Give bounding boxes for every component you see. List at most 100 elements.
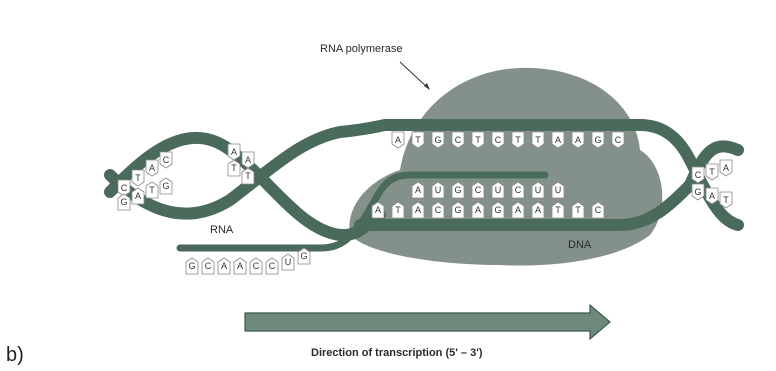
base-letter: T	[135, 173, 141, 183]
base-tile: G	[186, 258, 198, 274]
base-letter: A	[415, 185, 421, 195]
base-letter: A	[135, 191, 141, 201]
base-letter: G	[594, 135, 601, 145]
base-letter: C	[455, 135, 462, 145]
base-letter: A	[375, 205, 381, 215]
base-tile: A	[552, 132, 564, 148]
base-tile: C	[692, 167, 704, 183]
base-tile: A	[572, 132, 584, 148]
base-letter: A	[221, 261, 227, 271]
base-tile: T	[228, 160, 240, 176]
base-letter: G	[162, 181, 169, 191]
base-letter: T	[723, 195, 729, 205]
base-letter: T	[231, 163, 237, 173]
base-tile: G	[298, 248, 310, 264]
base-letter: C	[435, 205, 442, 215]
base-tile: A	[218, 258, 230, 274]
base-tile: A	[242, 152, 254, 168]
base-letter: A	[237, 261, 243, 271]
base-letter: C	[615, 135, 622, 145]
base-letter: C	[475, 185, 482, 195]
base-letter: A	[475, 205, 481, 215]
base-letter: U	[495, 185, 502, 195]
base-tile: A	[392, 132, 404, 148]
base-tile: T	[532, 132, 544, 148]
base-letter: G	[300, 251, 307, 261]
base-tile: A	[234, 258, 246, 274]
base-tile: A	[472, 202, 484, 218]
base-letter: T	[475, 135, 481, 145]
base-tile: T	[412, 132, 424, 148]
base-letter: A	[395, 135, 401, 145]
base-tile: A	[146, 160, 158, 176]
base-letter: T	[709, 167, 715, 177]
base-tile: C	[512, 182, 524, 198]
base-tile: G	[160, 178, 172, 194]
base-tile: A	[532, 202, 544, 218]
bases-rna-tail: GCAACCUG	[186, 248, 310, 274]
base-tile: T	[132, 170, 144, 186]
base-letter: G	[120, 197, 127, 207]
base-letter: T	[535, 135, 541, 145]
base-tile: T	[552, 202, 564, 218]
base-tile: C	[592, 202, 604, 218]
base-letter: U	[435, 185, 442, 195]
base-letter: U	[285, 257, 292, 267]
base-letter: A	[575, 135, 581, 145]
base-tile: C	[612, 132, 624, 148]
base-letter: G	[454, 185, 461, 195]
base-letter: T	[245, 171, 251, 181]
base-tile: G	[452, 182, 464, 198]
base-tile: T	[472, 132, 484, 148]
base-tile: U	[282, 254, 294, 270]
base-letter: T	[395, 205, 401, 215]
polymerase-leader-arrowhead	[424, 83, 430, 90]
base-tile: G	[692, 184, 704, 200]
base-letter: C	[495, 135, 502, 145]
base-tile: G	[432, 132, 444, 148]
base-tile: C	[432, 202, 444, 218]
polymerase-leader-line	[400, 62, 428, 88]
base-tile: G	[592, 132, 604, 148]
base-letter: U	[555, 185, 562, 195]
base-tile: A	[228, 144, 240, 160]
base-letter: A	[245, 155, 251, 165]
base-tile: U	[432, 182, 444, 198]
base-tile: T	[572, 202, 584, 218]
base-tile: U	[492, 182, 504, 198]
base-letter: A	[231, 147, 237, 157]
base-tile: U	[552, 182, 564, 198]
base-tile: G	[452, 202, 464, 218]
base-tile: A	[132, 188, 144, 204]
base-tile: A	[706, 188, 718, 204]
base-letter: T	[415, 135, 421, 145]
base-tile: C	[250, 258, 262, 274]
base-tile: A	[372, 202, 384, 218]
base-letter: A	[535, 205, 541, 215]
rna-polymerase-shape	[349, 68, 662, 266]
direction-arrow	[245, 305, 610, 339]
base-letter: C	[253, 261, 260, 271]
base-tile: U	[532, 182, 544, 198]
base-letter: A	[149, 163, 155, 173]
base-tile: C	[202, 258, 214, 274]
base-letter: G	[188, 261, 195, 271]
base-tile: T	[720, 192, 732, 208]
base-letter: T	[555, 205, 561, 215]
base-tile: C	[266, 258, 278, 274]
base-letter: G	[494, 205, 501, 215]
base-letter: U	[535, 185, 542, 195]
base-letter: C	[205, 261, 212, 271]
rna-polymerase-label: RNA polymerase	[320, 43, 403, 55]
base-tile: T	[392, 202, 404, 218]
base-tile: C	[452, 132, 464, 148]
base-letter: G	[434, 135, 441, 145]
base-tile: T	[242, 168, 254, 184]
base-tile: G	[492, 202, 504, 218]
base-letter: A	[555, 135, 561, 145]
base-letter: C	[269, 261, 276, 271]
base-letter: T	[575, 205, 581, 215]
base-tile: A	[512, 202, 524, 218]
base-letter: C	[595, 205, 602, 215]
